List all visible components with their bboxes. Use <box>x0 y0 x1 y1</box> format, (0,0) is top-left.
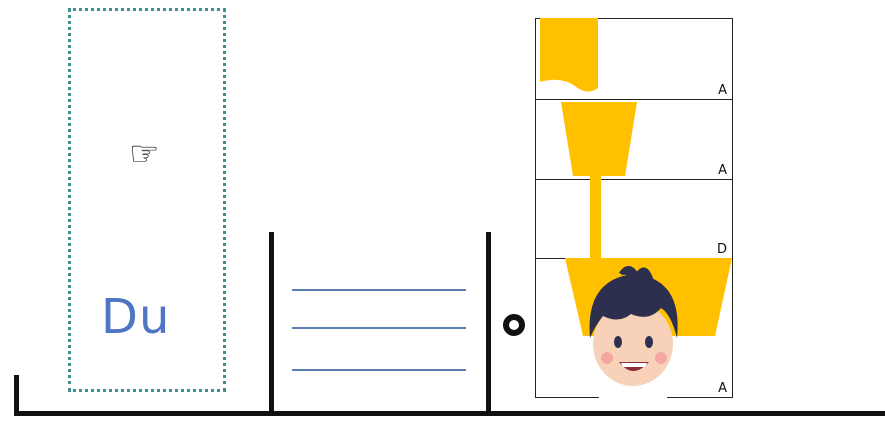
ground-line <box>14 411 885 416</box>
word-label: Du <box>101 293 170 341</box>
stem-shape <box>590 176 601 266</box>
left-post <box>269 232 274 414</box>
syllable-shapes <box>535 18 733 398</box>
writing-line-1[interactable] <box>292 289 466 291</box>
pointing-hand-icon: ☞ <box>129 137 159 171</box>
flag-shape <box>540 18 598 92</box>
ring-icon[interactable] <box>503 314 525 336</box>
funnel-shape-small <box>561 102 637 176</box>
writing-line-2[interactable] <box>292 327 466 329</box>
child-face-icon <box>590 268 678 398</box>
word-card[interactable]: ☞ Du <box>68 8 226 392</box>
syllable-strip: A A D A <box>535 18 733 398</box>
right-post <box>486 232 491 414</box>
ground-left-edge <box>14 375 19 416</box>
writing-line-3[interactable] <box>292 369 466 371</box>
